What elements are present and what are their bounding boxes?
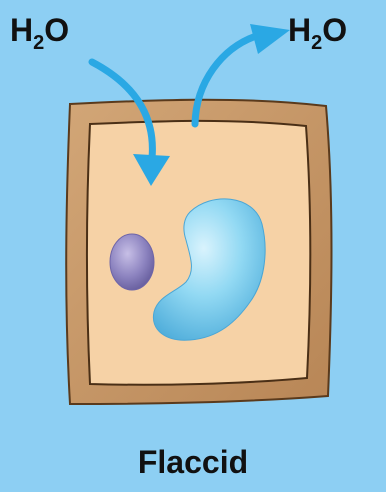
water-label-left-o: O	[44, 12, 69, 48]
water-label-left-h: H	[10, 12, 33, 48]
water-label-left: H2O	[10, 14, 69, 46]
nucleus	[110, 234, 154, 290]
water-out-arrowhead	[250, 24, 290, 54]
water-label-left-subscript: 2	[33, 32, 44, 54]
water-label-right-h: H	[288, 12, 311, 48]
water-label-right-subscript: 2	[311, 32, 322, 54]
water-label-right-o: O	[322, 12, 347, 48]
diagram-caption: Flaccid	[0, 446, 386, 478]
water-label-right: H2O	[288, 14, 347, 46]
